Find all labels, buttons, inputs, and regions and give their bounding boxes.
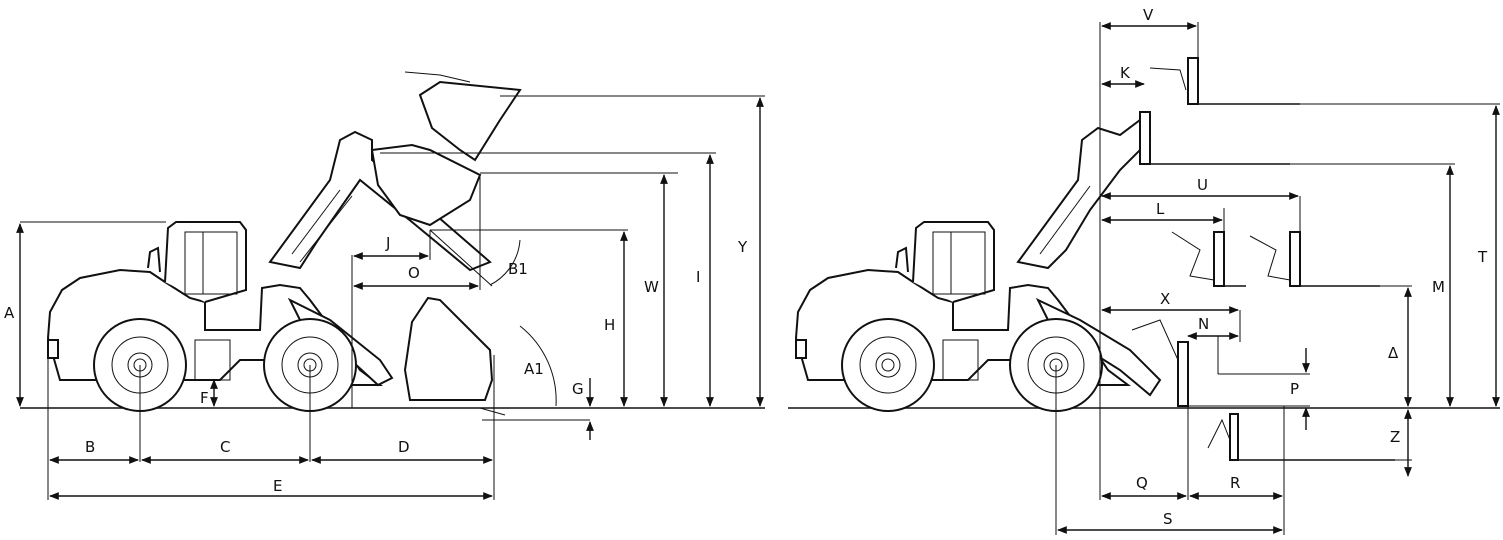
- label-n: N: [1198, 315, 1209, 333]
- label-o: O: [408, 264, 420, 282]
- label-w: W: [644, 278, 659, 296]
- label-a: A: [4, 304, 15, 322]
- front-wheel-right: [841, 318, 935, 412]
- label-b1: B1: [508, 260, 528, 278]
- label-q: Q: [1136, 474, 1148, 492]
- bucket-view: A B C D E F G H W I Y J O A1 B1: [4, 71, 765, 500]
- label-c: C: [220, 438, 230, 456]
- fork-view: V K U L X N P Q R S T M Z Δ: [788, 6, 1500, 535]
- label-a1: A1: [524, 360, 544, 378]
- label-f: F: [200, 389, 209, 407]
- forks-high: [1139, 111, 1290, 165]
- forks-mid-far: [1249, 231, 1380, 287]
- label-j: J: [385, 234, 390, 252]
- label-e: E: [273, 477, 282, 495]
- label-y: Y: [737, 238, 748, 256]
- label-v: V: [1143, 6, 1154, 24]
- label-z: Z: [1390, 428, 1400, 446]
- label-r: R: [1230, 474, 1240, 492]
- label-p: P: [1290, 380, 1299, 398]
- label-d: D: [398, 438, 410, 456]
- bucket-raised: [370, 143, 482, 227]
- label-delta: Δ: [1388, 344, 1399, 362]
- forks-mid-near: [1171, 231, 1246, 287]
- label-k: K: [1120, 64, 1131, 82]
- label-h: H: [604, 316, 615, 334]
- label-s: S: [1163, 510, 1173, 528]
- label-g: G: [572, 380, 584, 398]
- forks-below: [1207, 413, 1395, 461]
- bucket-low: [403, 296, 494, 401]
- label-t: T: [1477, 248, 1488, 266]
- forks-ground: [1131, 319, 1189, 407]
- label-i: I: [696, 268, 700, 286]
- label-b: B: [85, 438, 95, 456]
- label-x: X: [1160, 290, 1170, 308]
- forks-top: [1149, 57, 1300, 105]
- label-m: M: [1432, 278, 1445, 296]
- label-u: U: [1197, 176, 1208, 194]
- label-l: L: [1156, 200, 1165, 218]
- bucket-dump: [418, 80, 522, 162]
